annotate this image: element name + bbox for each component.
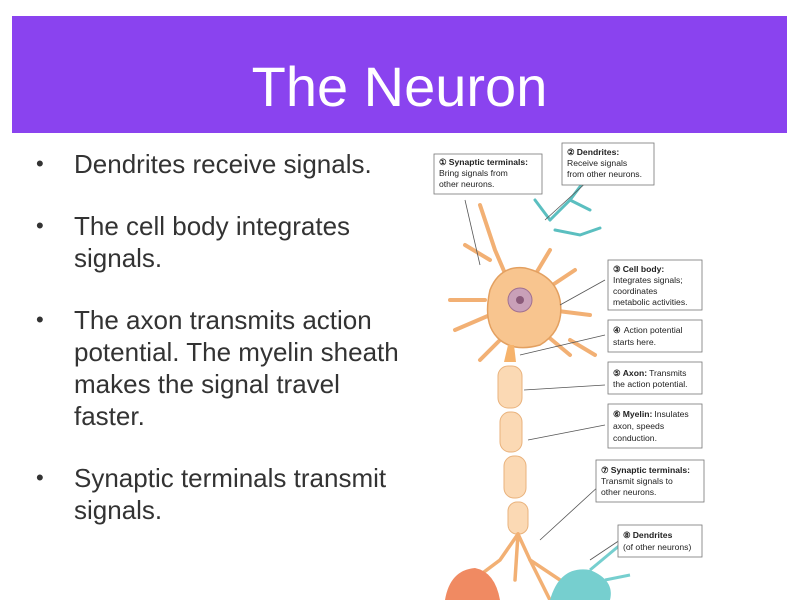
label-desc: conduction.: [613, 433, 657, 443]
label-desc: coordinates: [613, 286, 657, 296]
label-number: ⑧: [623, 530, 631, 540]
label-term: Axon:: [623, 368, 647, 378]
label-term: Myelin:: [623, 409, 653, 419]
bullet-text: The cell body integrates signals.: [74, 211, 351, 273]
label-number: ③: [613, 264, 621, 274]
label-desc: Integrates signals;: [613, 275, 683, 285]
label-term: Cell body:: [623, 264, 665, 274]
label-desc: (of other neurons): [623, 542, 691, 552]
label-number: ⑦: [601, 465, 609, 475]
label-number: ⑥: [613, 409, 621, 419]
label-desc: Transmits: [649, 368, 686, 378]
label-desc: Action potential: [624, 325, 683, 335]
bullet-text: Dendrites receive signals.: [74, 149, 372, 179]
label-term: Dendrites: [633, 530, 673, 540]
label-desc: Bring signals from: [439, 168, 508, 178]
label-number: ⑤: [613, 368, 621, 378]
bullet-item: • Synaptic terminals transmit signals.: [36, 462, 406, 526]
bullet-text: The axon transmits action potential. The…: [74, 305, 399, 431]
label-desc: Insulates: [654, 409, 688, 419]
label-number: ④: [613, 325, 621, 335]
label-desc: Receive signals: [567, 158, 627, 168]
label-desc: Transmit signals to: [601, 476, 673, 486]
label-term: Dendrites:: [577, 147, 620, 157]
label-number: ②: [567, 147, 575, 157]
slide-title: The Neuron: [251, 55, 548, 118]
bullet-item: • The cell body integrates signals.: [36, 210, 406, 274]
bullet-icon: •: [36, 213, 44, 238]
label-desc: other neurons.: [439, 179, 494, 189]
label-number: ①: [439, 157, 447, 167]
bullet-list: • Dendrites receive signals. • The cell bo…: [36, 148, 406, 556]
label-desc: from other neurons.: [567, 169, 642, 179]
label-desc: other neurons.: [601, 487, 656, 497]
bullet-icon: •: [36, 307, 44, 332]
label-desc: axon, speeds: [613, 421, 664, 431]
label-desc: the action potential.: [613, 379, 688, 389]
bullet-text: Synaptic terminals transmit signals.: [74, 463, 387, 525]
label-desc: starts here.: [613, 337, 656, 347]
bullet-icon: •: [36, 151, 44, 176]
title-bar: The Neuron: [12, 16, 787, 133]
neuron-illustration: [445, 178, 631, 600]
label-term: Synaptic terminals:: [611, 465, 690, 475]
label-term: Synaptic terminals:: [449, 157, 528, 167]
bullet-icon: •: [36, 465, 44, 490]
bullet-item: • The axon transmits action potential. Th…: [36, 304, 406, 432]
bullet-item: • Dendrites receive signals.: [36, 148, 406, 180]
label-desc: metabolic activities.: [613, 297, 688, 307]
